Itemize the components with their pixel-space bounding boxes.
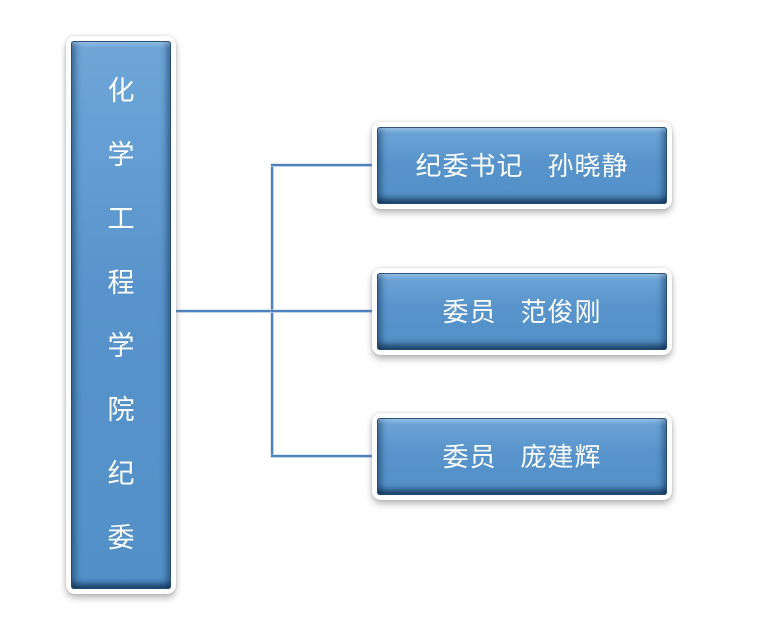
vertical-char: 院 [107, 395, 135, 426]
member-role: 委员 [442, 441, 497, 472]
member-role: 委员 [442, 296, 497, 327]
member-node-fanjungang: 委员 范俊刚 [372, 268, 672, 355]
member-node-label: 委员 范俊刚 [442, 299, 601, 325]
member-role: 纪委书记 [415, 150, 524, 181]
vertical-char: 化 [107, 75, 135, 106]
connector-branch-2 [271, 310, 372, 312]
member-node-face: 委员 范俊刚 [377, 273, 667, 350]
root-node-face: 化学工程学院纪委 [71, 41, 171, 589]
member-node-secretary: 纪委书记 孙晓静 [372, 122, 672, 209]
vertical-char: 学 [107, 331, 135, 362]
member-node-label: 委员 庞建辉 [442, 444, 601, 470]
connector-branch-3 [271, 455, 372, 457]
vertical-char: 工 [107, 203, 135, 234]
root-node-label: 化学工程学院纪委 [71, 41, 171, 589]
member-name: 庞建辉 [520, 441, 602, 472]
member-node-label: 纪委书记 孙晓静 [415, 153, 628, 179]
member-node-face: 委员 庞建辉 [377, 418, 667, 495]
root-node: 化学工程学院纪委 [66, 36, 176, 594]
member-node-pangjianhui: 委员 庞建辉 [372, 413, 672, 500]
vertical-char: 程 [107, 267, 135, 298]
vertical-char: 委 [107, 523, 135, 553]
vertical-char: 纪 [107, 459, 135, 490]
connector-root-line [176, 310, 273, 312]
member-node-face: 纪委书记 孙晓静 [377, 127, 667, 204]
member-name: 范俊刚 [520, 296, 602, 327]
member-name: 孙晓静 [547, 150, 629, 181]
vertical-char: 学 [107, 139, 135, 170]
connector-branch-1 [271, 164, 372, 166]
